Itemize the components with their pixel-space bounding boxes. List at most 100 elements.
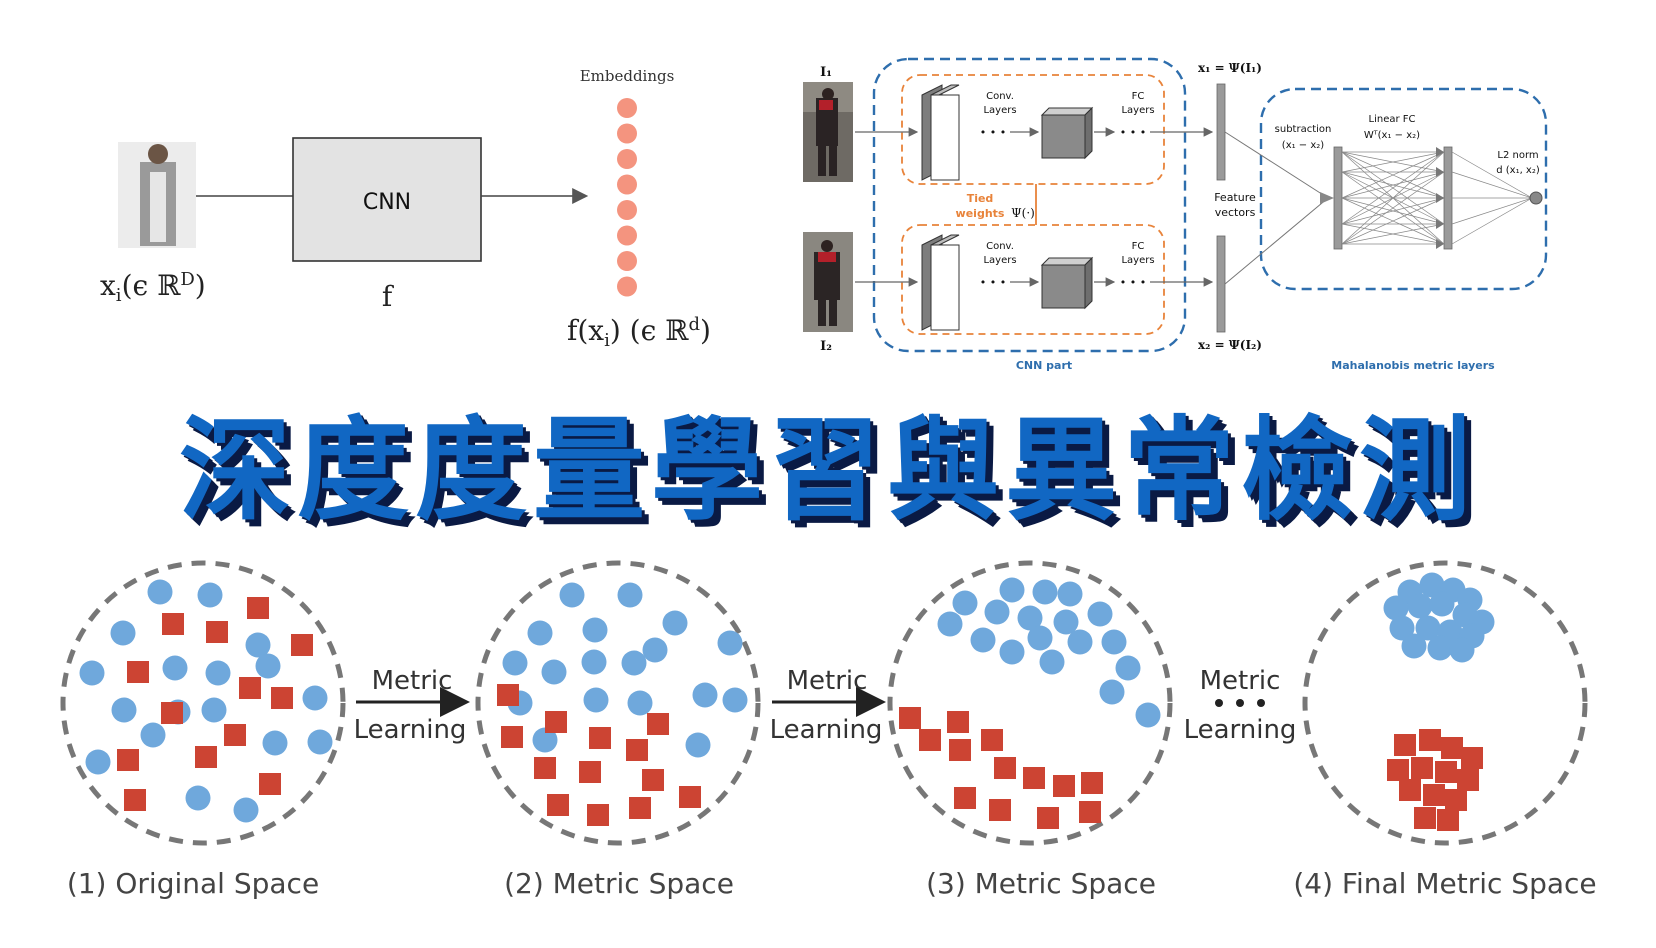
ellipsis-1b: • • • bbox=[1120, 126, 1146, 139]
l2-node bbox=[1529, 191, 1543, 205]
sample-square bbox=[271, 687, 293, 709]
sample-circle bbox=[1067, 629, 1093, 655]
sample-square bbox=[1441, 737, 1463, 759]
x1-eq: x₁ = Ψ(I₁) bbox=[1198, 61, 1262, 75]
cnn-part-label: CNN part bbox=[1016, 359, 1072, 372]
subtraction-label: subtraction bbox=[1275, 124, 1332, 135]
arrow-2-metric: Metric bbox=[787, 666, 868, 696]
embedding-dot bbox=[617, 276, 637, 297]
sample-circle bbox=[85, 749, 111, 775]
cnn-part-region bbox=[872, 57, 1187, 353]
sample-square bbox=[679, 786, 701, 808]
f-label: f bbox=[382, 280, 395, 313]
sample-circle bbox=[1389, 615, 1415, 641]
sample-circle bbox=[937, 611, 963, 637]
sample-circle bbox=[140, 722, 166, 748]
embedding-dot bbox=[617, 98, 637, 118]
sample-square bbox=[1445, 789, 1467, 811]
caption-3: (3) Metric Space bbox=[926, 867, 1156, 900]
sample-circle bbox=[162, 655, 188, 681]
sample-circle bbox=[583, 687, 609, 713]
sample-square bbox=[1457, 769, 1479, 791]
sample-circle bbox=[1135, 702, 1161, 728]
sample-circle bbox=[1429, 591, 1455, 617]
psi-label: Ψ(·) bbox=[1011, 206, 1035, 220]
arrow-3-learning: Learning bbox=[1184, 715, 1297, 745]
sample-square bbox=[989, 799, 1011, 821]
embedding-dot bbox=[617, 174, 637, 195]
sample-square bbox=[224, 724, 246, 746]
sample-circle bbox=[532, 727, 558, 753]
sample-square bbox=[589, 727, 611, 749]
feature-vectors-label-1: Feature bbox=[1214, 191, 1256, 204]
space-3-boundary bbox=[887, 560, 1173, 846]
sample-square bbox=[949, 739, 971, 761]
sample-square bbox=[899, 707, 921, 729]
arrow-2-learning: Learning bbox=[770, 715, 883, 745]
sample-square bbox=[497, 684, 519, 706]
sample-square bbox=[545, 711, 567, 733]
sample-circle bbox=[205, 660, 231, 686]
sample-square bbox=[259, 773, 281, 795]
feature-vector-2 bbox=[1216, 235, 1226, 333]
merge-line-2 bbox=[1224, 197, 1329, 285]
sample-square bbox=[1399, 779, 1421, 801]
sample-circle bbox=[1449, 637, 1475, 663]
space-4-boundary bbox=[1302, 560, 1588, 846]
input-person-image bbox=[118, 142, 196, 248]
sample-square bbox=[1037, 807, 1059, 829]
sample-square bbox=[579, 761, 601, 783]
sample-circle bbox=[79, 660, 105, 686]
conv-layers-2: Conv.Layers bbox=[983, 241, 1016, 266]
linear-fc-expr: Wᵀ(x₁ − x₂) bbox=[1364, 130, 1420, 141]
sample-circle bbox=[1027, 625, 1053, 651]
sample-square bbox=[1419, 729, 1441, 751]
sample-square bbox=[1423, 784, 1445, 806]
sample-circle bbox=[1053, 609, 1079, 635]
sample-circle bbox=[307, 729, 333, 755]
sample-square bbox=[1053, 775, 1075, 797]
input-label: xi(ϵ ℝD) bbox=[100, 269, 206, 306]
x2-eq: x₂ = Ψ(I₂) bbox=[1198, 338, 1262, 352]
sample-square bbox=[239, 677, 261, 699]
sample-square bbox=[547, 794, 569, 816]
sample-circle bbox=[1032, 579, 1058, 605]
space-2-boundary bbox=[475, 560, 761, 846]
l2-expr: d (x₁, x₂) bbox=[1496, 165, 1540, 176]
sample-square bbox=[195, 746, 217, 768]
embedding-panel: xi(ϵ ℝD) CNN f Embeddings f(xi) (ϵ ℝd) bbox=[100, 67, 711, 351]
sample-circle bbox=[233, 797, 259, 823]
pedestrian-image-1 bbox=[803, 82, 853, 182]
sample-square bbox=[1414, 807, 1436, 829]
sample-square bbox=[501, 726, 523, 748]
sample-circle bbox=[1101, 629, 1127, 655]
ellipsis-1a: • • • bbox=[980, 126, 1006, 139]
sample-circle bbox=[1401, 633, 1427, 659]
sample-circle bbox=[1087, 601, 1113, 627]
sample-circle bbox=[245, 632, 271, 658]
sample-circle bbox=[970, 627, 996, 653]
caption-4: (4) Final Metric Space bbox=[1293, 867, 1596, 900]
ellipsis-2a: • • • bbox=[980, 276, 1006, 289]
sample-circle bbox=[1017, 605, 1043, 631]
sample-square bbox=[247, 597, 269, 619]
sample-circle bbox=[685, 732, 711, 758]
i2-label: I₂ bbox=[820, 339, 832, 354]
embedding-dot bbox=[617, 123, 637, 144]
sample-square bbox=[642, 769, 664, 791]
pedestrian-image-2 bbox=[803, 232, 853, 332]
sample-circle bbox=[559, 582, 585, 608]
mahalanobis-region bbox=[1259, 87, 1548, 291]
sample-square bbox=[629, 797, 651, 819]
sample-square bbox=[954, 787, 976, 809]
sample-circle bbox=[1099, 679, 1125, 705]
sample-circle bbox=[692, 682, 718, 708]
cnn-label: CNN bbox=[363, 190, 411, 215]
sample-circle bbox=[1039, 649, 1065, 675]
space-1-boundary bbox=[60, 560, 346, 846]
